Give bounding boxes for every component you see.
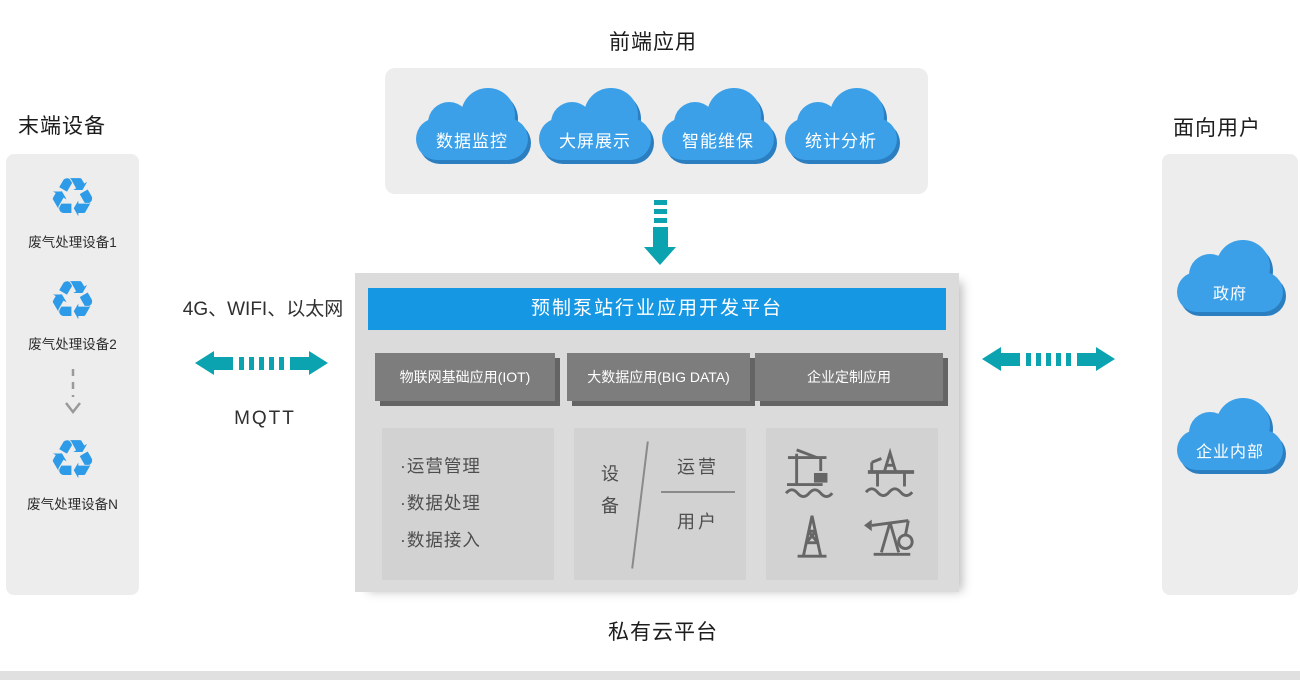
- mqtt-label: MQTT: [234, 408, 296, 429]
- bottom-strip: [0, 671, 1300, 680]
- recycle-icon: ♻: [48, 270, 97, 331]
- user-label: 企业内部: [1195, 444, 1264, 461]
- cloud-icon: 统计分析: [785, 88, 897, 160]
- arrow-dash: [1056, 352, 1061, 366]
- iot-item: ·数据接入: [400, 530, 481, 550]
- arrow-dash: [1066, 352, 1071, 366]
- bigdata-content-box: 设备 运营 用户: [574, 428, 746, 580]
- pumpjack-icon: [864, 519, 914, 556]
- port-crane-icon: [784, 448, 834, 498]
- cloud-icon: 大屏展示: [539, 88, 651, 160]
- arrow-dash: [1036, 352, 1041, 366]
- arrow-dash: [259, 356, 264, 370]
- arrow-dash: [249, 356, 254, 370]
- device-label: 废气处理设备2: [28, 337, 117, 353]
- down-arrow-icon: [644, 200, 676, 265]
- iot-item: ·运营管理: [400, 456, 481, 476]
- frontend-app-label: 数据监控: [436, 131, 508, 151]
- arrow-bar: [290, 356, 309, 370]
- devices-title: 末端设备: [18, 115, 106, 138]
- right-double-arrow-icon: [982, 347, 1115, 371]
- custom-content-box: [766, 428, 938, 580]
- iot-content-box: ·运营管理 ·数据处理 ·数据接入: [382, 428, 554, 580]
- left-double-arrow-icon: [195, 351, 328, 375]
- horizontal-divider: [661, 491, 735, 493]
- platform-panel: 预制泵站行业应用开发平台 物联网基础应用(IOT) 大数据应用(BIG DATA…: [355, 273, 959, 592]
- device-label: 废气处理设备N: [27, 497, 118, 513]
- arrow-dash: [269, 356, 274, 370]
- iot-item: ·数据处理: [400, 493, 481, 513]
- diagonal-divider: [631, 441, 649, 569]
- module-iot: 物联网基础应用(IOT): [375, 353, 555, 401]
- module-custom: 企业定制应用: [755, 353, 943, 401]
- arrow-dash: [1026, 352, 1031, 366]
- arrow-bar: [1001, 352, 1020, 366]
- frontend-title: 前端应用: [609, 31, 697, 54]
- protocols-label: 4G、WIFI、以太网: [182, 299, 344, 320]
- arrow-bar: [1077, 352, 1096, 366]
- arrow-head: [644, 247, 676, 265]
- module-bigdata: 大数据应用(BIG DATA): [567, 353, 750, 401]
- device-label: 废气处理设备1: [28, 234, 117, 250]
- arrow-dash: [239, 356, 244, 370]
- platform-header: 预制泵站行业应用开发平台: [368, 288, 946, 330]
- arrow-head: [982, 347, 1001, 371]
- arrow-head: [309, 351, 328, 375]
- arrow-dash: [653, 209, 667, 214]
- frontend-app-label: 大屏展示: [559, 131, 631, 151]
- arrow-dash: [279, 356, 284, 370]
- device-item: ♻ 废气处理设备2: [28, 270, 117, 354]
- users-title: 面向用户: [1173, 117, 1261, 140]
- device-item: ♻ 废气处理设备N: [27, 432, 118, 513]
- cloud-icon: 政府: [1177, 240, 1283, 312]
- offshore-platform-icon: [864, 447, 915, 498]
- arrow-shaft: [652, 227, 668, 247]
- frontend-app-label: 智能维保: [682, 131, 754, 151]
- arrow-bar: [214, 356, 233, 370]
- devices-panel: ♻ 废气处理设备1 ♻ 废气处理设备2 ♻ 废气处理设备N: [6, 154, 139, 595]
- arrow-head: [195, 351, 214, 375]
- user-label: 政府: [1212, 286, 1247, 303]
- recycle-icon: ♻: [48, 430, 97, 491]
- arrow-dash: [1046, 352, 1051, 366]
- dashed-connector-icon: [64, 367, 82, 426]
- oil-derrick-icon: [797, 515, 827, 558]
- private-cloud-title: 私有云平台: [608, 621, 718, 644]
- frontend-apps-row: 数据监控 大屏展示 智能维保 统计分析: [385, 68, 928, 160]
- bigdata-axis-label: 设备: [599, 464, 619, 528]
- bigdata-top-label: 运营: [677, 457, 719, 477]
- cloud-icon: 数据监控: [416, 88, 528, 160]
- users-panel: 政府 企业内部: [1162, 154, 1298, 595]
- device-item: ♻ 废气处理设备1: [28, 170, 117, 251]
- bigdata-right-column: 运营 用户: [654, 428, 742, 534]
- cloud-icon: 智能维保: [662, 88, 774, 160]
- arrow-dash: [653, 200, 667, 205]
- arrow-head: [1096, 347, 1115, 371]
- frontend-apps-panel: 数据监控 大屏展示 智能维保 统计分析: [385, 68, 928, 194]
- recycle-icon: ♻: [48, 168, 97, 228]
- frontend-app-label: 统计分析: [805, 131, 877, 151]
- bigdata-bottom-label: 用户: [677, 512, 719, 532]
- cloud-icon: 企业内部: [1177, 398, 1283, 470]
- arrow-dash: [653, 218, 667, 223]
